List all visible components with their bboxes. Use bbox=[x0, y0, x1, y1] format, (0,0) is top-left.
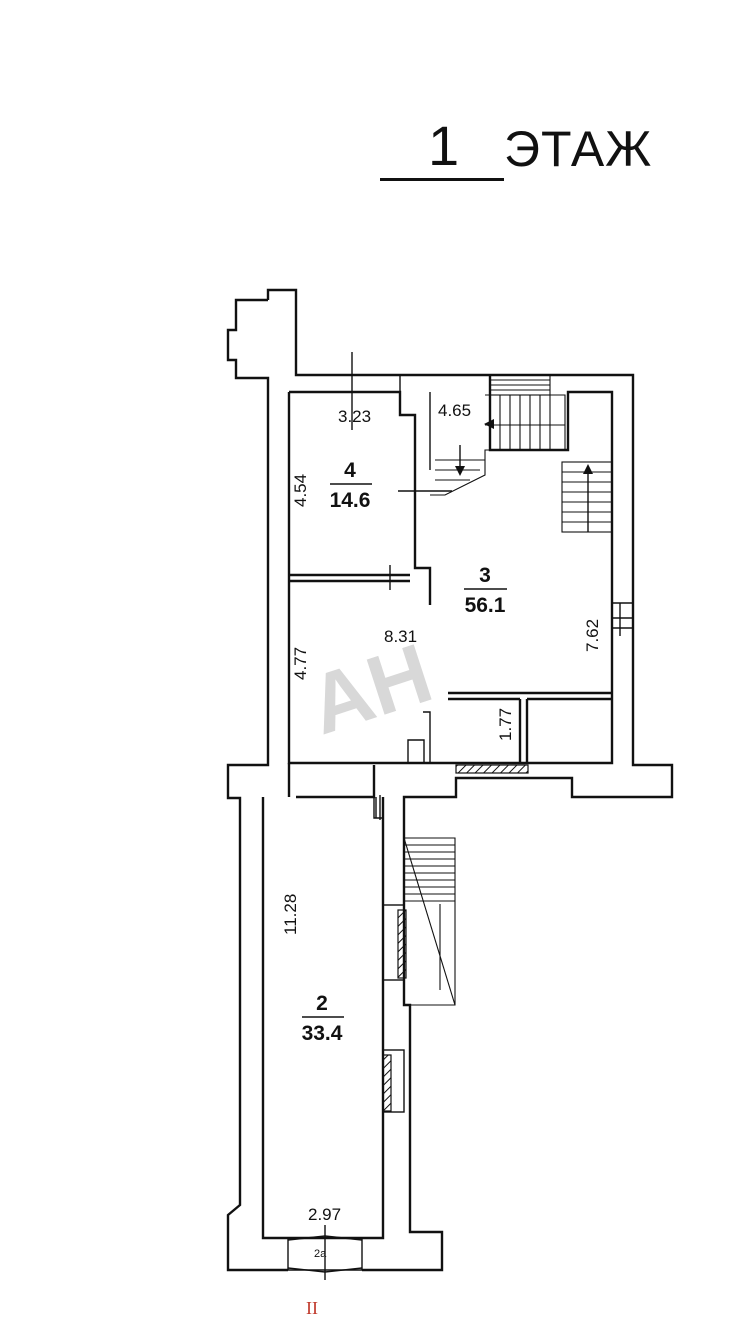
room-2-label: 2 33.4 bbox=[302, 992, 344, 1045]
dim-room3-height-left: 4.77 bbox=[291, 647, 310, 680]
stair-lower bbox=[403, 837, 456, 1006]
dim-room4-height: 4.54 bbox=[291, 474, 310, 507]
dim-room3-niche: 1.77 bbox=[496, 708, 515, 741]
room-3-area: 56.1 bbox=[465, 594, 506, 617]
floor-number-underline bbox=[380, 178, 504, 181]
outer-walls bbox=[226, 288, 674, 1272]
watermark-text: АН bbox=[298, 625, 442, 752]
dim-room3-width: 8.31 bbox=[384, 627, 417, 646]
dim-room3-height-right: 7.62 bbox=[583, 619, 602, 652]
dim-stair-width: 4.65 bbox=[438, 401, 471, 420]
dim-room4-width: 3.23 bbox=[338, 407, 371, 426]
dimension-labels: 3.23 4.54 4.65 4.77 8.31 7.62 1.77 11.28… bbox=[281, 401, 602, 1224]
room-2-area: 33.4 bbox=[302, 1022, 343, 1045]
section-mark: II bbox=[306, 1298, 318, 1318]
room-4-area: 14.6 bbox=[330, 489, 371, 512]
floor-number: 1 bbox=[428, 114, 460, 177]
room-3-number: 3 bbox=[479, 564, 491, 587]
floor-word: ЭТАЖ bbox=[504, 121, 653, 177]
room-2a-entrance bbox=[287, 1225, 363, 1280]
room-4-label: 4 14.6 bbox=[330, 459, 372, 512]
stair-right bbox=[561, 461, 613, 533]
room-2-number: 2 bbox=[316, 992, 328, 1015]
hatched-openings bbox=[382, 602, 633, 1113]
room-2a-number: 2а bbox=[314, 1248, 327, 1260]
room-3-label: 3 56.1 bbox=[464, 564, 507, 617]
dim-room2-length: 11.28 bbox=[281, 894, 300, 935]
stair-upper bbox=[430, 374, 566, 496]
dimension-ticks bbox=[351, 352, 452, 820]
room-4-number: 4 bbox=[344, 459, 356, 482]
partitions bbox=[289, 375, 612, 819]
dim-room2-width: 2.97 bbox=[308, 1205, 341, 1224]
